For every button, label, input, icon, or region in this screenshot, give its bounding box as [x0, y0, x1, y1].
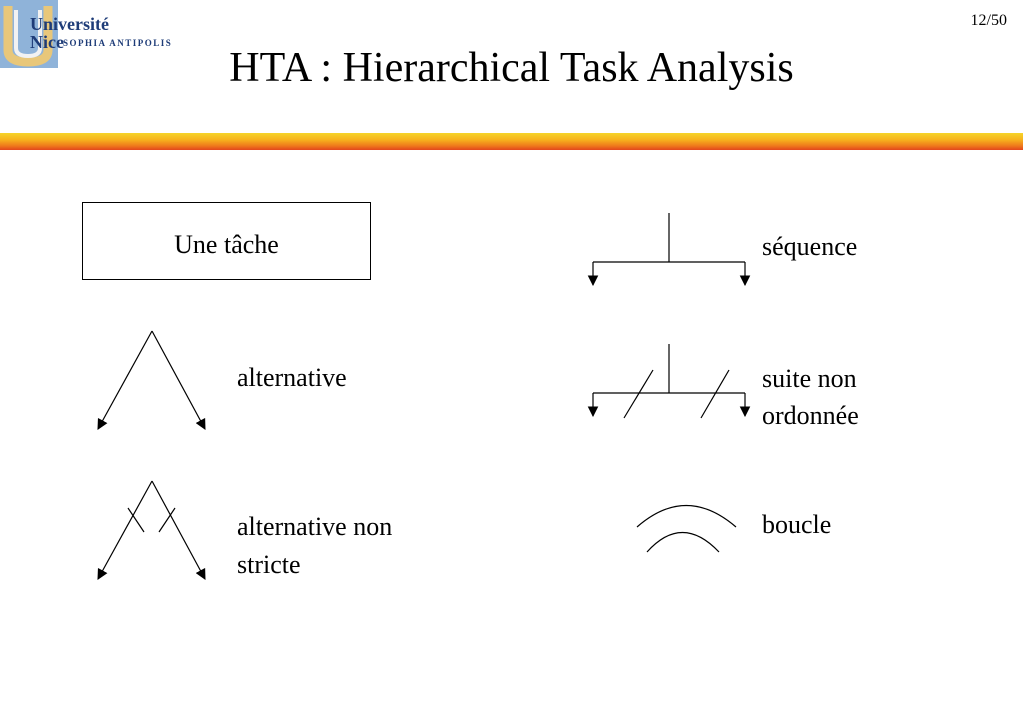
header-divider-bar — [0, 133, 1023, 150]
logo-line-1: Université — [30, 14, 109, 34]
slide-title: HTA : Hierarchical Task Analysis — [229, 45, 794, 91]
nonstrict-alternative-symbol-icon — [97, 480, 206, 580]
logo-line-2: Nice — [30, 32, 64, 52]
sequence-symbol-icon — [587, 213, 751, 287]
unordered-label-line-1: suite non — [762, 364, 857, 393]
unordered-sequence-symbol-icon — [587, 344, 751, 419]
university-logo: Université Nice SOPHIA ANTIPOLIS — [0, 0, 175, 70]
logo-emblem-icon — [0, 0, 58, 68]
sequence-label: séquence — [762, 232, 858, 261]
task-box: Une tâche — [82, 202, 371, 280]
task-label: Une tâche — [174, 230, 279, 259]
nonstrict-label-line-2: stricte — [237, 550, 301, 579]
alternative-label: alternative — [237, 363, 347, 392]
nonstrict-label-line-1: alternative non — [237, 512, 393, 541]
logo-line-3: SOPHIA ANTIPOLIS — [63, 38, 173, 48]
page-number: 12/50 — [970, 12, 1007, 29]
loop-symbol-icon — [636, 505, 737, 553]
loop-label: boucle — [762, 510, 832, 539]
unordered-label-line-2: ordonnée — [762, 401, 859, 430]
alternative-symbol-icon — [97, 330, 206, 430]
